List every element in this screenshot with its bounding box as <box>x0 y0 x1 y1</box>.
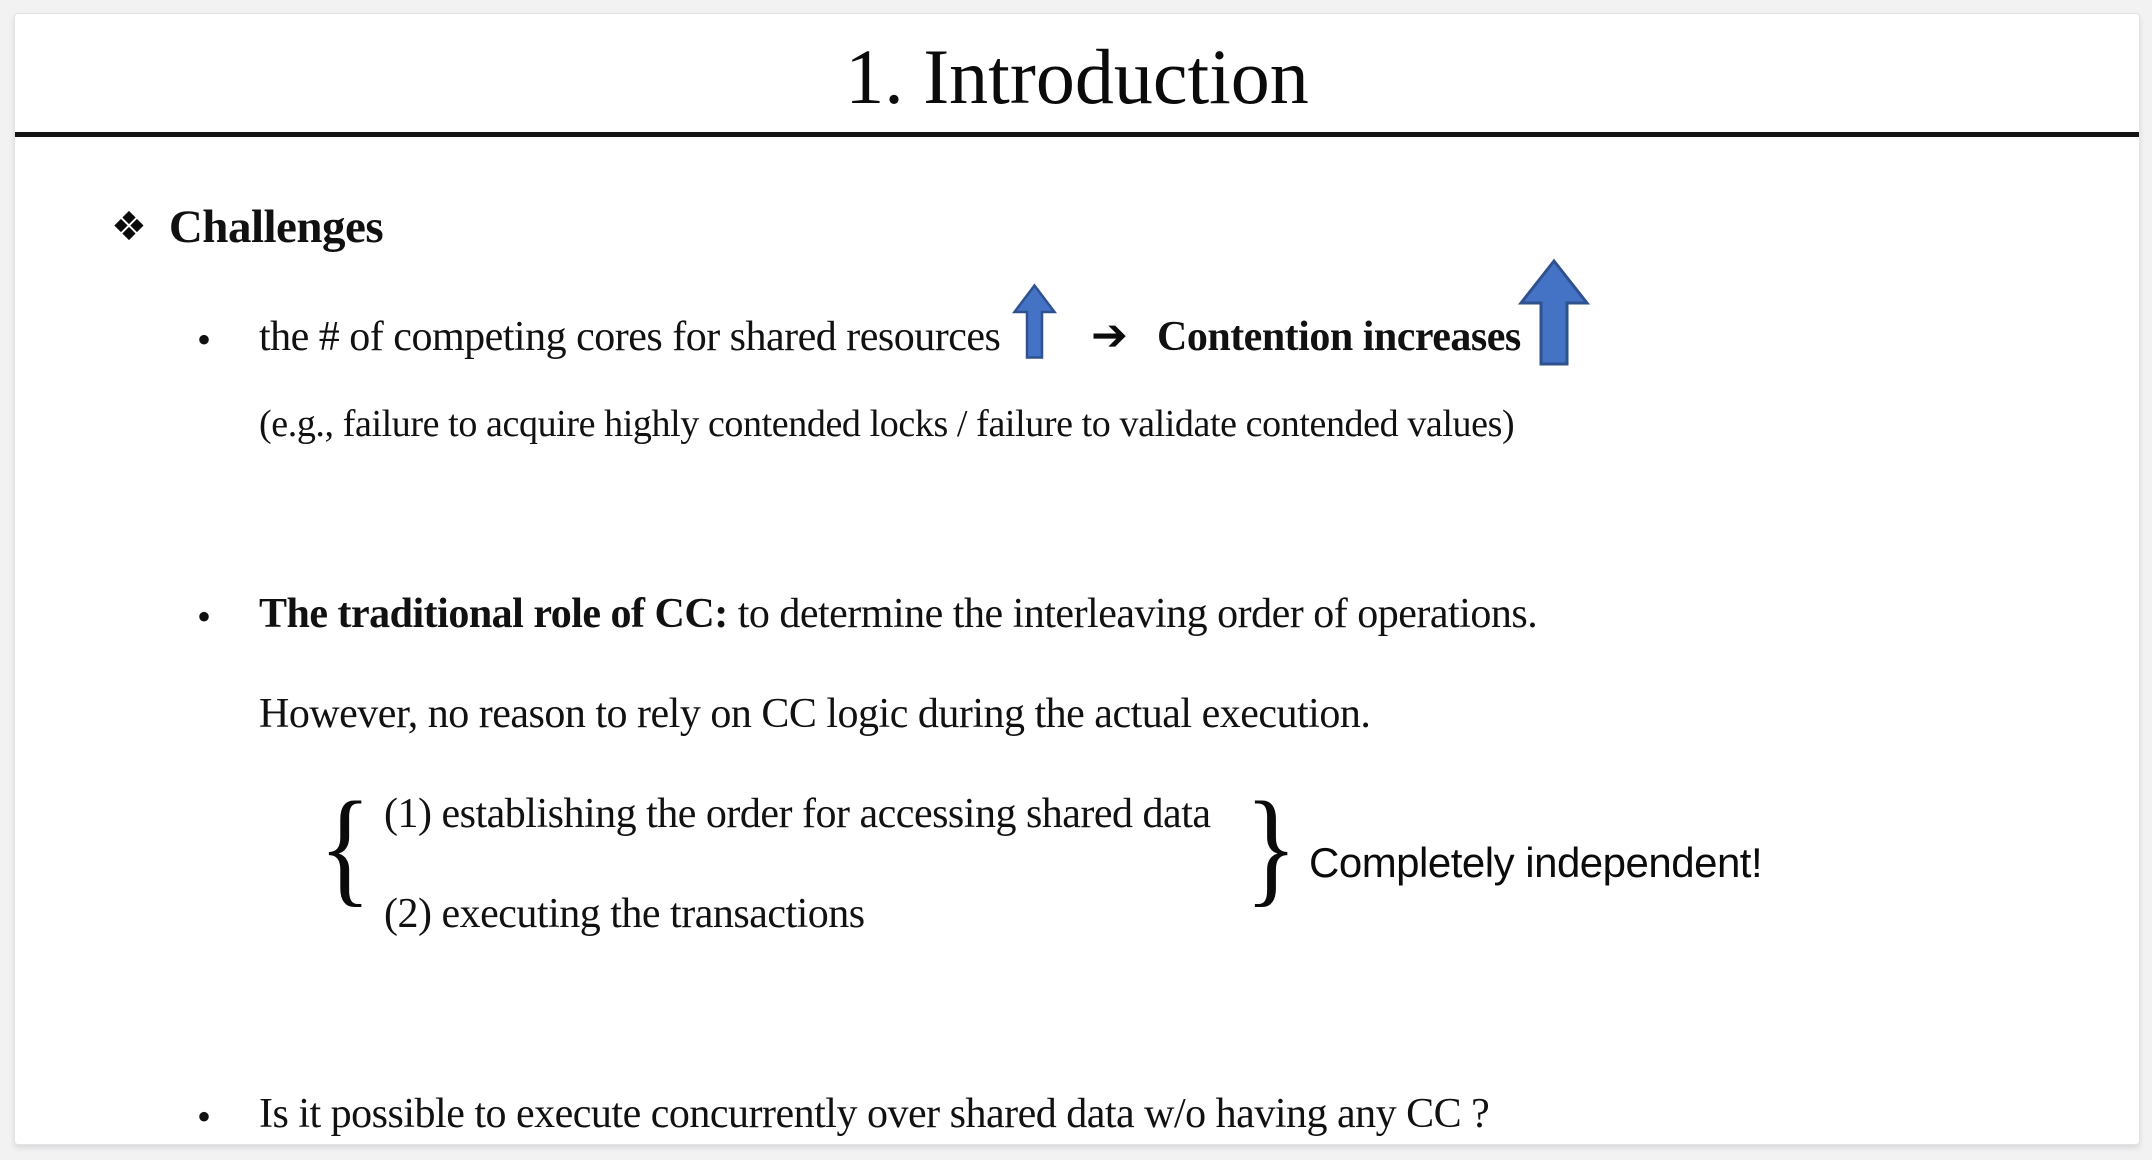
up-arrow-large-shape <box>1517 258 1591 366</box>
challenges-heading: ❖ Challenges <box>111 200 384 254</box>
bullet-marker: • <box>197 1094 212 1139</box>
bullet-marker: • <box>197 317 212 362</box>
diamond-bullet-icon: ❖ <box>111 204 147 250</box>
right-arrow-glyph: ➔ <box>1091 310 1128 361</box>
challenges-heading-label: Challenges <box>168 201 384 253</box>
bullet-marker: • <box>197 594 212 639</box>
bullet2-line2: However, no reason to rely on CC logic d… <box>259 691 1371 737</box>
brace-item-1: (1) establishing the order for accessing… <box>384 791 1211 837</box>
left-brace: { <box>319 776 372 918</box>
up-arrow-large-icon <box>1517 258 1591 366</box>
bullet3-text: Is it possible to execute concurrently o… <box>259 1091 1490 1137</box>
up-arrow-small-shape <box>1011 283 1058 359</box>
bullet2-text: The traditional role of CC: to determine… <box>259 586 1538 643</box>
bullet1-text: the # of competing cores for shared reso… <box>259 314 1001 360</box>
slide-canvas: 1. Introduction ❖ Challenges • the # of … <box>14 13 2140 1145</box>
bullet2-rest: to determine the interleaving order of o… <box>727 591 1538 637</box>
brace-item-2: (2) executing the transactions <box>384 891 865 937</box>
title-divider-line <box>15 132 2139 137</box>
bullet1-emphasis: Contention increases <box>1157 314 1521 360</box>
up-arrow-small-icon <box>1011 283 1058 359</box>
bullet1-note: (e.g., failure to acquire highly contend… <box>259 403 1515 445</box>
bullet2-lead-bold: The traditional role of CC: <box>259 591 728 637</box>
slide-title: 1. Introduction <box>845 33 1309 120</box>
brace-callout: Completely independent! <box>1309 839 1763 886</box>
right-brace: } <box>1245 776 1298 918</box>
